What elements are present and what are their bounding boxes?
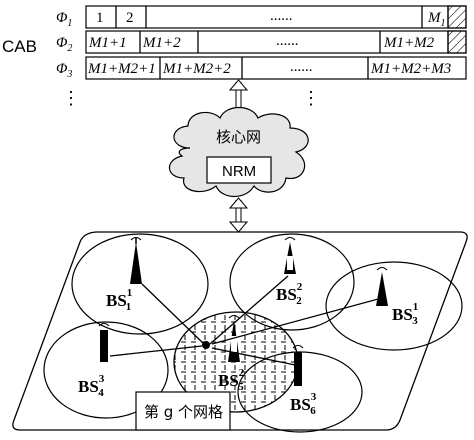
tower-icon — [292, 345, 304, 386]
cab-cell-ellipsis: ...... — [290, 59, 313, 75]
phi-2-label: Φ2 — [56, 35, 72, 54]
phi-1-label: Φ1 — [56, 10, 72, 29]
core-network-cloud: 核心网 NRM — [168, 106, 309, 198]
cab-cell: M1+M2 — [383, 35, 435, 51]
cab-row-1: Φ1 1 2 ...... M1 — [56, 5, 467, 29]
cab-row-1-hatched-cell — [447, 5, 467, 29]
more-cols-dots: ⋮ — [302, 88, 320, 108]
grid-point — [202, 341, 210, 349]
cab-row-2-hatched-cell — [447, 30, 467, 54]
cab-cell: M1+1 — [88, 35, 127, 51]
cab-cell: M1 — [427, 10, 446, 29]
cab-cell-ellipsis: ...... — [276, 33, 299, 49]
cab-row-2: Φ2 M1+1 M1+2 ...... M1+M2 — [56, 30, 467, 54]
cab-cell-ellipsis: ...... — [270, 8, 293, 24]
links — [109, 275, 383, 367]
cab-table: CAB Φ1 1 2 ...... M1 Φ2 M1+1 M1+2 . — [2, 5, 467, 108]
tower-icon — [284, 237, 296, 274]
cell-bs1 — [71, 233, 209, 335]
phi-3-label: Φ3 — [56, 61, 72, 80]
cab-cell: M1+2 — [142, 35, 181, 51]
nrm-box — [206, 156, 272, 184]
grid-label: 第 g 个网格 — [144, 403, 223, 421]
tower-icon — [376, 267, 388, 306]
cab-cell: 2 — [126, 10, 134, 26]
cell-bs2 — [229, 233, 355, 331]
cab-cell: M1+M2+M3 — [370, 61, 451, 77]
cab-label: CAB — [2, 37, 37, 56]
cloud-network-arrow — [228, 197, 249, 233]
cab-cell: 1 — [96, 10, 104, 26]
cloud-shape — [168, 106, 309, 198]
cab-cell: M1+M2+1 — [87, 61, 156, 77]
cab-cell: M1+M2+2 — [162, 61, 231, 77]
cab-row-3: Φ3 M1+M2+1 M1+M2+2 ...... M1+M2+M3 — [56, 56, 467, 80]
tower-icon — [98, 323, 110, 362]
cell-bs4 — [43, 321, 169, 419]
cab-row-3-box — [85, 56, 467, 80]
grid-label-box — [135, 391, 231, 431]
tower-icon — [130, 237, 142, 284]
cell-bs3 — [325, 261, 463, 351]
more-rows-dots: ⋮ — [62, 88, 80, 108]
nrm-label: NRM — [222, 163, 256, 180]
core-network-label: 核心网 — [216, 128, 261, 146]
